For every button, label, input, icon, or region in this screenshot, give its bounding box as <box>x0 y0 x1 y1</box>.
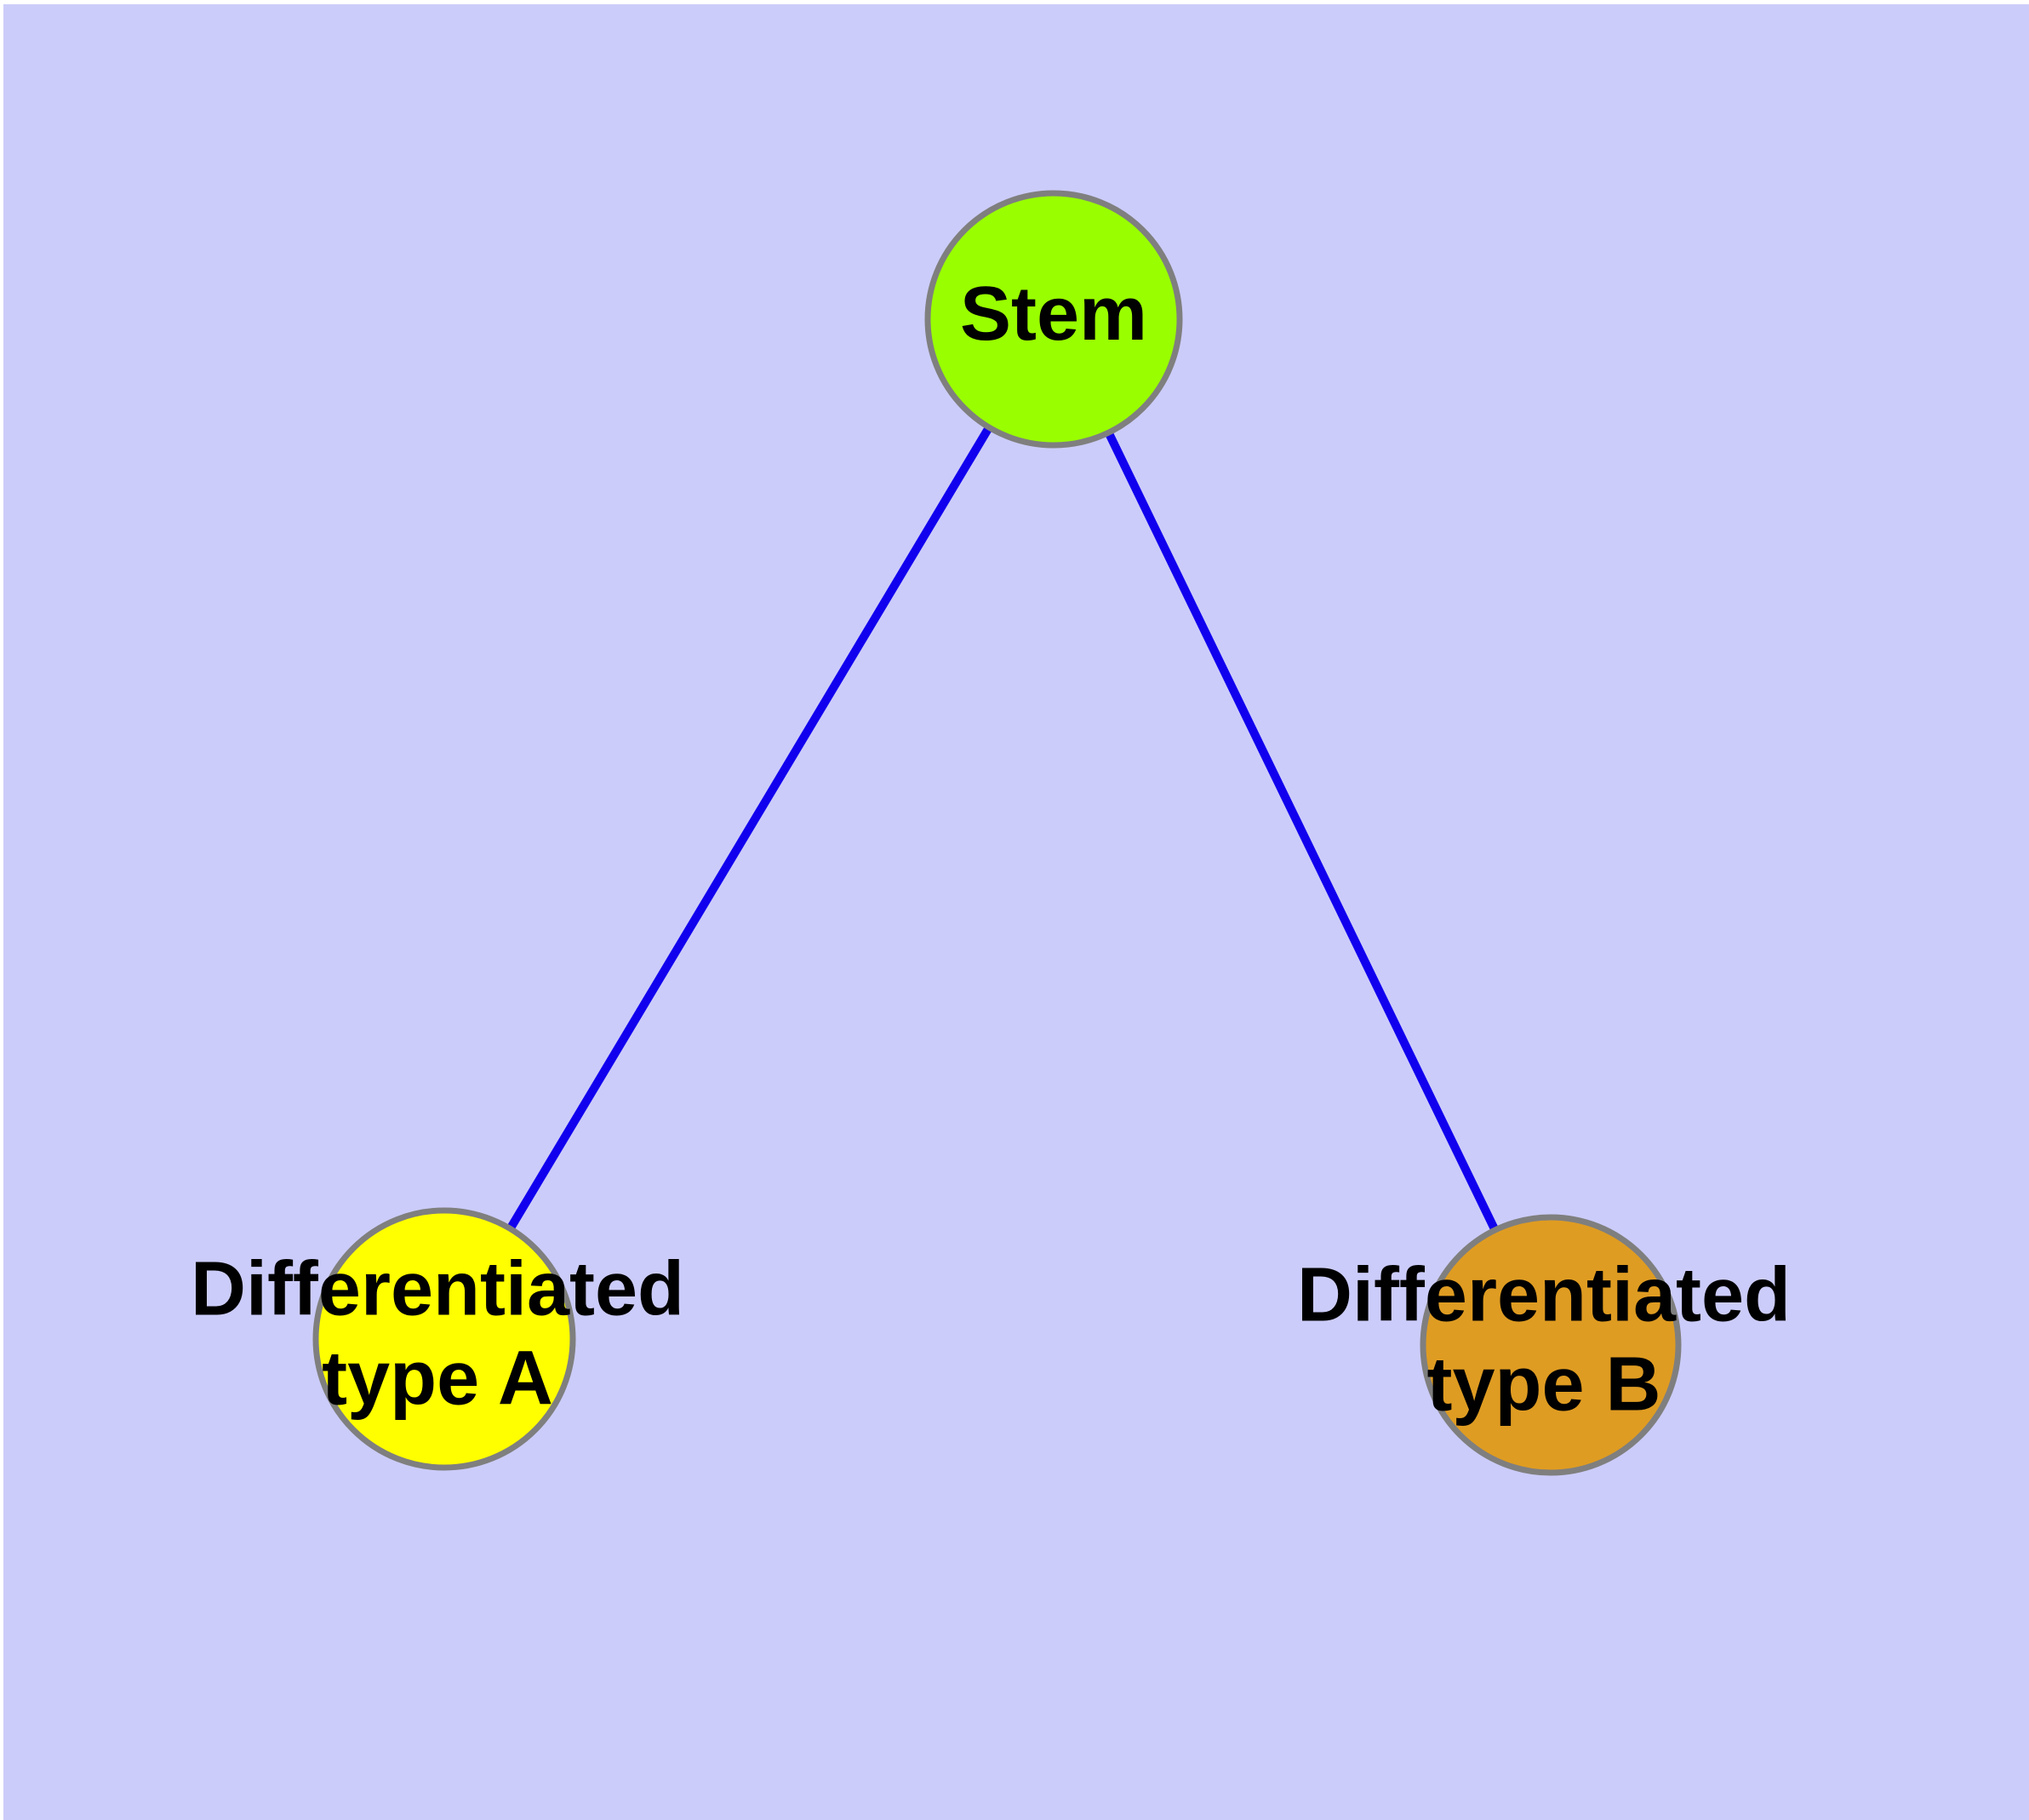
graph-node-diff_a[interactable] <box>312 1207 576 1471</box>
label-line: Differentiated <box>191 1246 684 1331</box>
label-line: Stem <box>960 272 1147 357</box>
graph-node-diff_b[interactable] <box>1420 1214 1682 1476</box>
graph-edge <box>1105 432 1499 1231</box>
graph-node-label-stem: Stem <box>960 272 1147 357</box>
node-layer <box>312 190 1682 1476</box>
label-line: type A <box>322 1336 553 1421</box>
edge-layer <box>507 426 1499 1231</box>
graph-node-stem[interactable] <box>924 190 1183 449</box>
label-line: Differentiated <box>1297 1252 1791 1337</box>
graph-edge <box>507 426 992 1230</box>
label-line: type B <box>1426 1342 1660 1427</box>
